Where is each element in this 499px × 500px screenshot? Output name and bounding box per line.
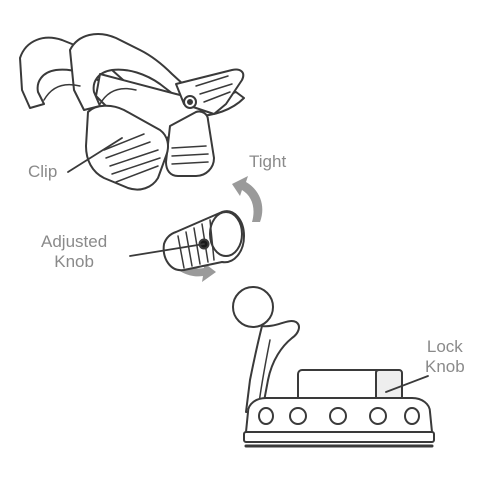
adjusted-knob-part <box>162 210 245 272</box>
adjusted-knob-label-line1: Adjusted <box>41 232 108 251</box>
clip-grip <box>85 104 169 191</box>
lock-knob-label: Lock Knob <box>425 337 465 377</box>
clip-jaw-front <box>69 33 197 111</box>
lock-knob-label-line1: Lock <box>426 337 463 356</box>
tight-label: Tight <box>249 152 287 171</box>
lock-pointer <box>385 375 429 393</box>
ball-joint <box>232 286 274 328</box>
adjusted-knob-label-line2: Knob <box>54 252 94 271</box>
adjusted-knob-label: Adjusted Knob <box>41 232 107 272</box>
tighten-arrow <box>232 176 263 222</box>
clip-pointer <box>67 137 123 173</box>
lock-knob-label-line2: Knob <box>425 357 465 376</box>
clip-paddle <box>165 110 215 177</box>
clip-assembly <box>19 33 245 191</box>
suction-mount-part <box>232 286 435 448</box>
clip-label: Clip <box>28 162 58 181</box>
knob-pointer <box>129 243 205 257</box>
